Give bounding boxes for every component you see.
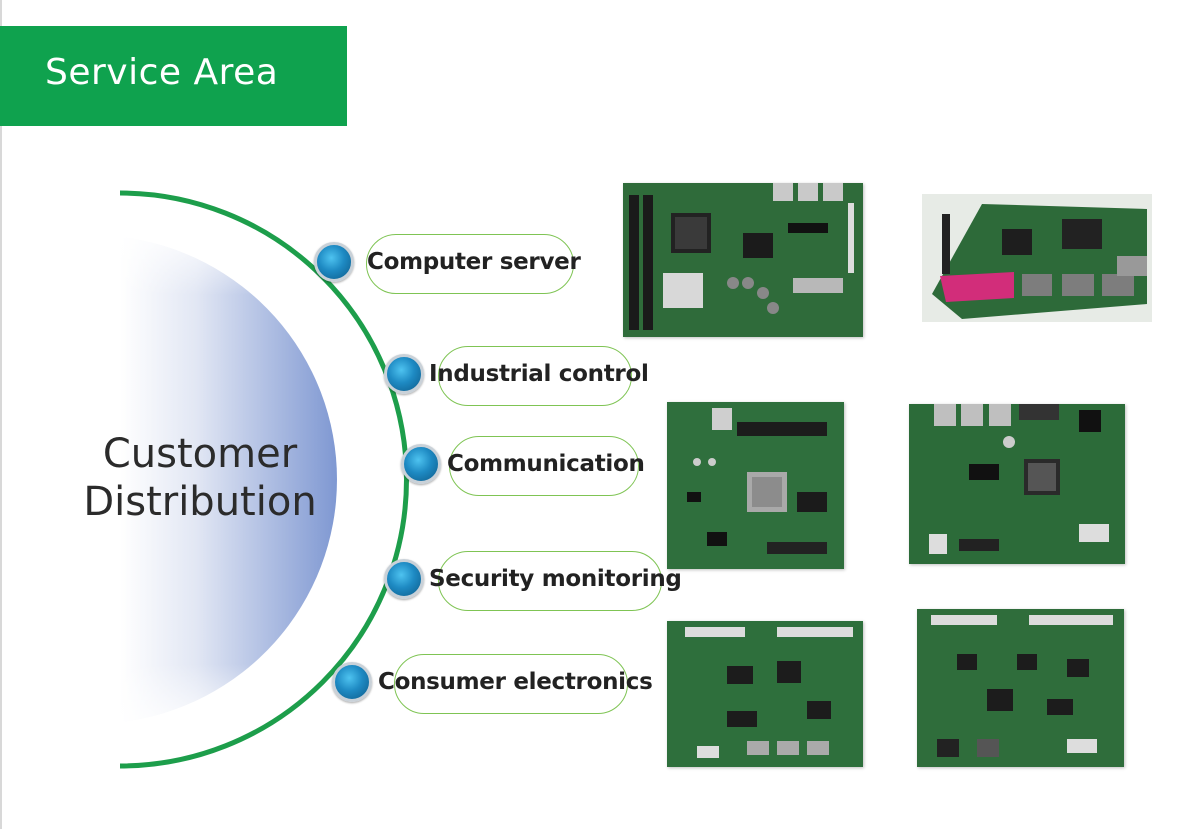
green-arc: [119, 190, 409, 769]
item-pill: [394, 654, 628, 714]
center-title-line1: Customer: [102, 431, 298, 477]
bullet-dot-icon: [384, 354, 424, 394]
bullet-dot-icon: [384, 559, 424, 599]
item-pill: [449, 436, 639, 496]
io-board-image-2: [917, 609, 1124, 767]
center-title: Customer Distribution: [70, 430, 330, 526]
arm-board-image: [909, 404, 1125, 564]
item-label: Communication: [447, 451, 645, 477]
item-label: Computer server: [367, 249, 581, 275]
gradient-fade: [120, 237, 337, 722]
bullet-dot-icon: [332, 662, 372, 702]
motherboard-image: [623, 183, 863, 337]
item-label: Security monitoring: [429, 566, 682, 592]
bullet-dot-icon: [401, 444, 441, 484]
title-banner: [0, 26, 347, 126]
distribution-semicircle: [119, 190, 409, 769]
item-label: Consumer electronics: [378, 669, 653, 695]
page-title: Service Area: [45, 52, 279, 93]
item-pill: [366, 234, 574, 294]
item-pill: [438, 551, 662, 611]
slide-left-border: [0, 0, 2, 829]
item-label: Industrial control: [429, 361, 649, 387]
item-pill: [438, 346, 632, 406]
fpga-board-image: [667, 402, 844, 569]
bullet-dot-icon: [314, 242, 354, 282]
center-title-line2: Distribution: [83, 479, 317, 525]
io-board-image-1: [667, 621, 863, 767]
embedded-board-image: [922, 194, 1152, 322]
